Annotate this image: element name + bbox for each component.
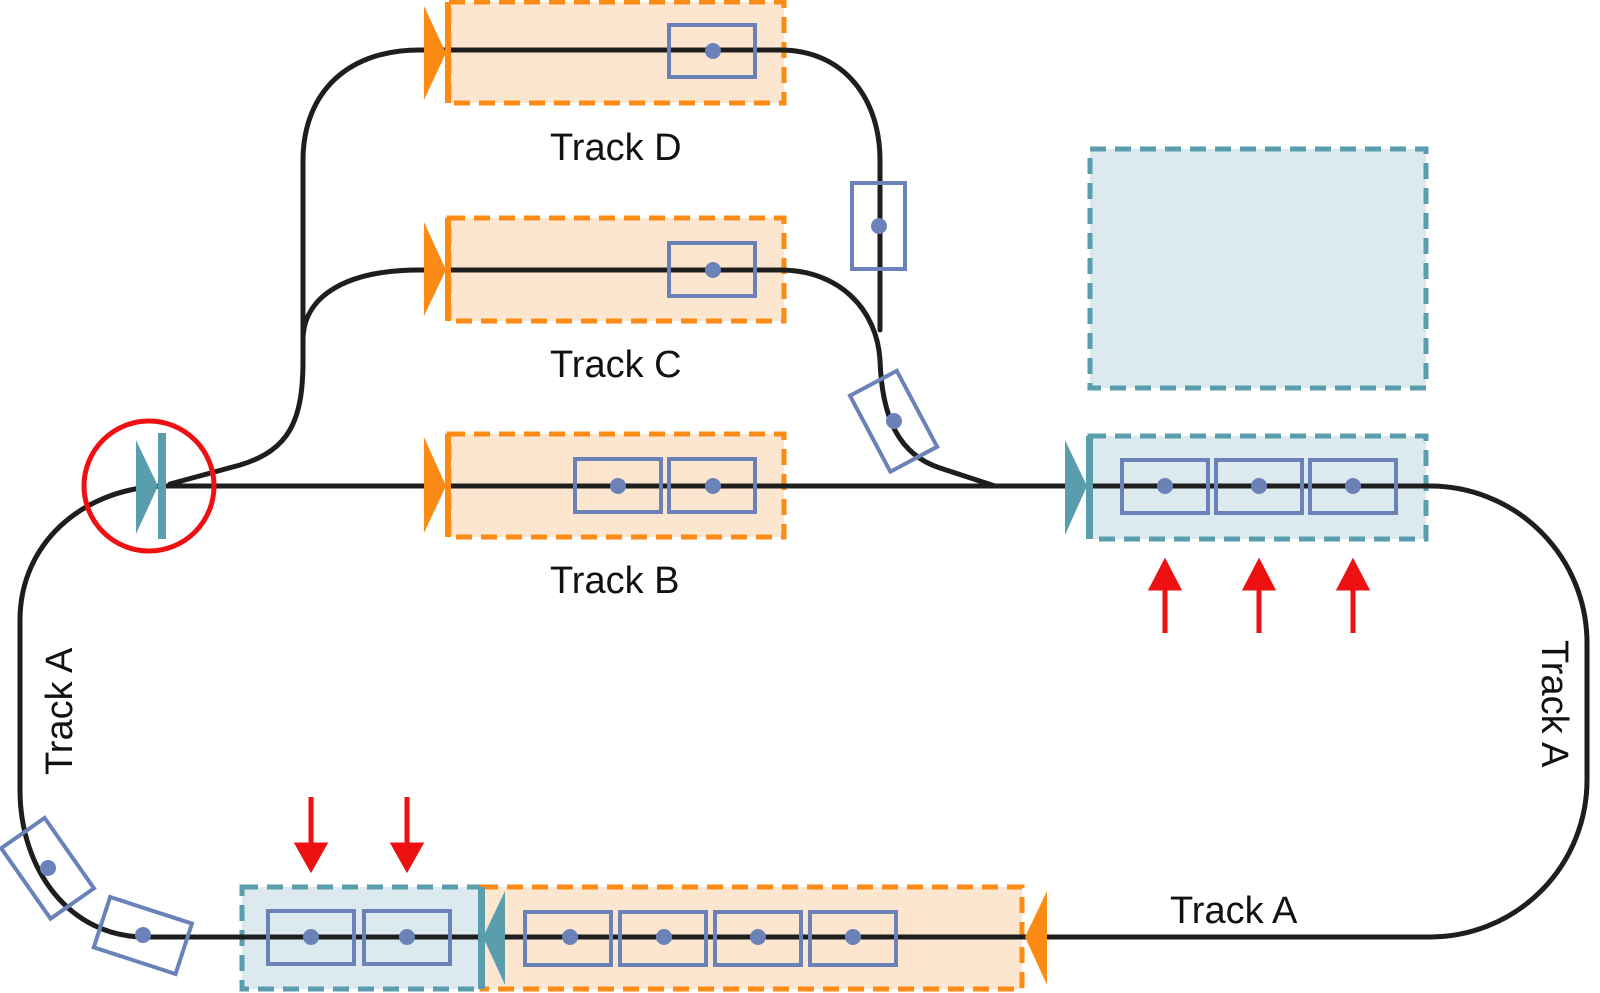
branch-track (167, 357, 306, 487)
car (1120, 458, 1210, 515)
car (91, 894, 195, 977)
track-c (300, 267, 998, 489)
signal-track-d (424, 2, 451, 103)
car (0, 815, 97, 922)
highlight-circle (81, 418, 217, 554)
car (808, 910, 898, 967)
car (362, 909, 452, 966)
signal-track-b (424, 434, 451, 537)
car (1214, 458, 1304, 515)
car (850, 181, 907, 271)
down-arrow (389, 797, 425, 874)
signal-junction (136, 433, 166, 539)
up-arrow (1241, 557, 1277, 633)
track-a-loop (17, 483, 1590, 940)
empty-teal-zone (1087, 146, 1429, 391)
down-arrow (293, 797, 329, 874)
track-d (300, 47, 883, 363)
signal-track-a-bottom-orange (1025, 891, 1047, 985)
car (667, 241, 757, 298)
track-b-label: Track B (550, 560, 680, 602)
track-c-label: Track C (550, 344, 682, 386)
track-a-right-label: Track A (1533, 640, 1575, 768)
car (618, 910, 708, 967)
car (847, 368, 940, 475)
signal-track-c (424, 218, 451, 321)
car (667, 457, 757, 514)
car (523, 910, 613, 967)
track-a-left-label: Track A (39, 647, 81, 775)
car (1308, 458, 1398, 515)
car (266, 909, 356, 966)
track-a-bottom-label: Track A (1170, 890, 1298, 932)
signal-track-a-right (1065, 436, 1093, 539)
car (573, 457, 663, 514)
car (667, 23, 757, 79)
track-d-label: Track D (550, 127, 682, 169)
signal-track-a-bottom-teal (478, 887, 505, 989)
car (713, 910, 803, 967)
up-arrow (1335, 557, 1371, 633)
up-arrow (1147, 557, 1183, 633)
